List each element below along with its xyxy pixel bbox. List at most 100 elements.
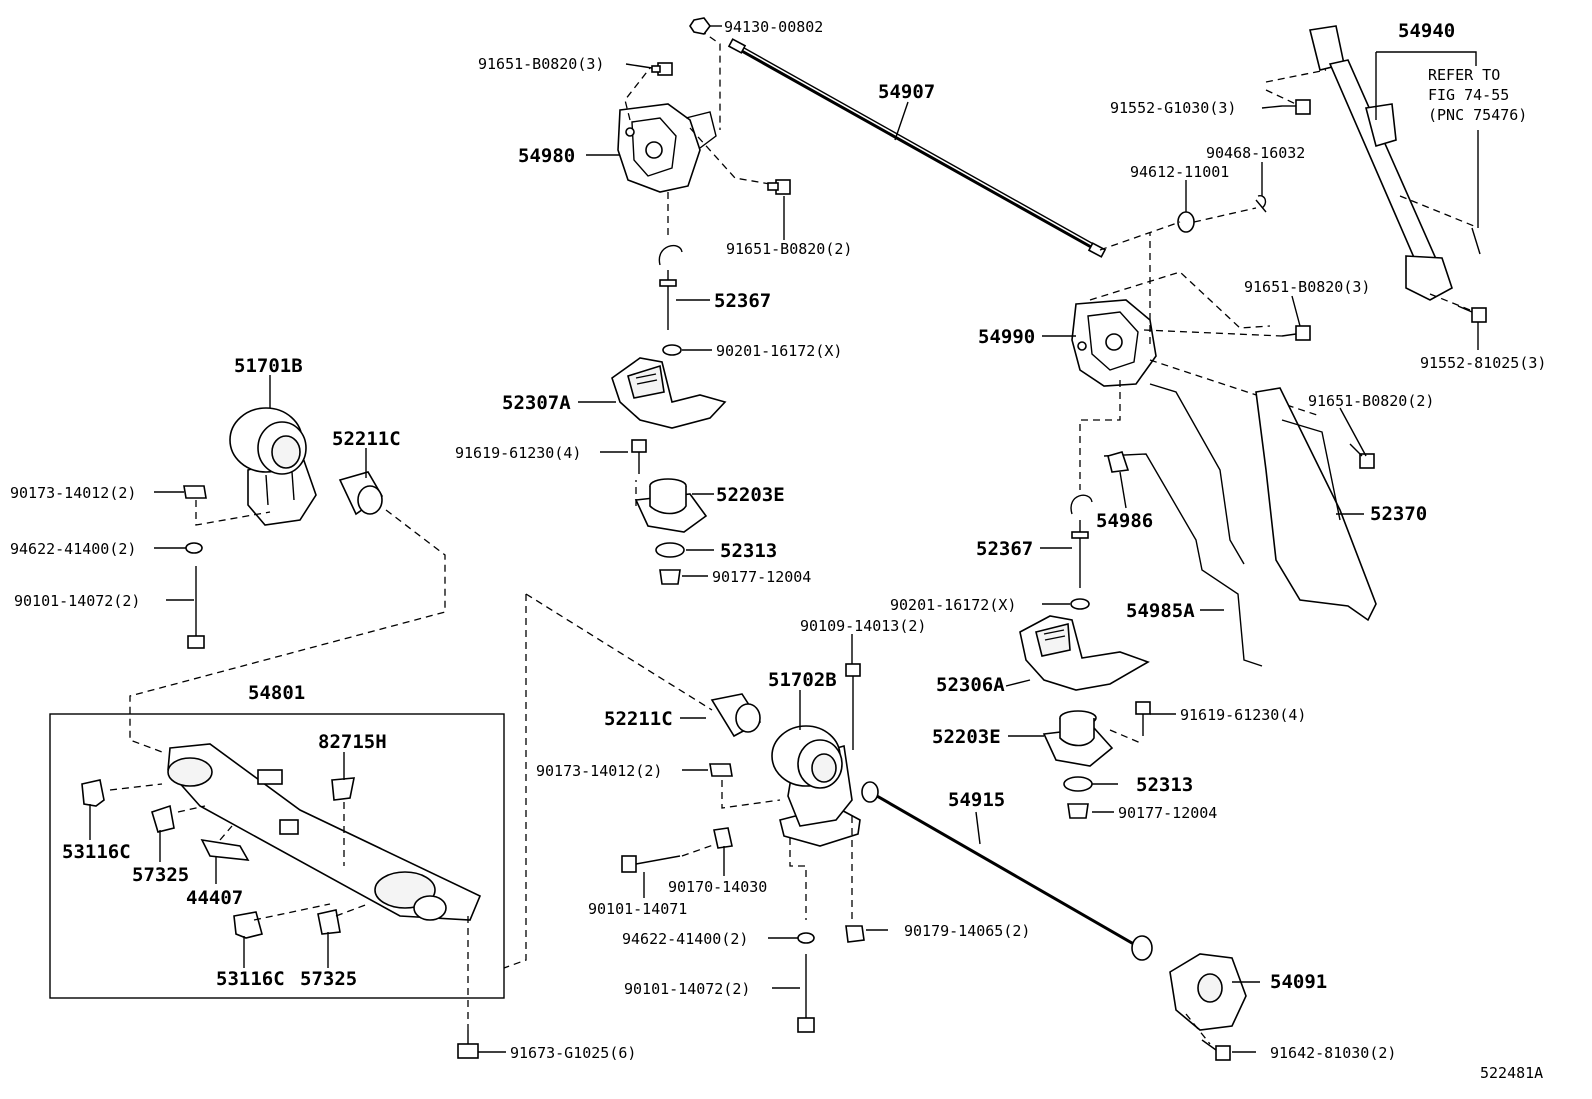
- reference-note-line-2: FIG 74-55: [1428, 86, 1509, 104]
- label-54986: 54986: [1096, 510, 1153, 532]
- washer-52313-a: [655, 542, 685, 558]
- reference-note-line-1: REFER TO: [1428, 66, 1500, 84]
- hook-bolt-52367-a: [658, 244, 683, 330]
- latch-54990: [1071, 232, 1321, 490]
- nut-90179: [845, 925, 865, 943]
- label-90109-14013: 90109-14013(2): [800, 617, 926, 635]
- label-52306A: 52306A: [936, 674, 1005, 696]
- pad-57325-b: [317, 909, 341, 935]
- washer-90201-b: [1070, 598, 1090, 610]
- label-54091: 54091: [1270, 971, 1327, 993]
- mount-52203E-b: [1042, 710, 1114, 767]
- clip-53116C-b: [233, 911, 263, 939]
- clip-44407: [200, 838, 250, 861]
- label-90101-14071: 90101-14071: [588, 900, 687, 918]
- label-94622-41400-b: 94622-41400(2): [622, 930, 748, 948]
- bolt-91552-a: [1282, 99, 1311, 115]
- label-90173-14012-b: 90173-14012(2): [536, 762, 662, 780]
- bolt-91619-b: [1109, 701, 1151, 745]
- label-52367-b: 52367: [976, 538, 1033, 560]
- label-91673-g1025: 91673-G1025(6): [510, 1044, 636, 1062]
- label-52211C-b: 52211C: [604, 708, 673, 730]
- bolt-91651-d: [1349, 443, 1375, 469]
- washer-94622-a: [185, 542, 203, 554]
- label-53116C-b: 53116C: [216, 968, 285, 990]
- label-91651-b0820-2-right: 91651-B0820(2): [1308, 392, 1434, 410]
- label-82715H: 82715H: [318, 731, 387, 753]
- bolt-90101-a: [187, 566, 205, 649]
- reference-note-line-3: (PNC 75476): [1428, 106, 1527, 124]
- label-90170-14030: 90170-14030: [668, 878, 767, 896]
- label-54907: 54907: [878, 81, 935, 103]
- label-52211C-a: 52211C: [332, 428, 401, 450]
- nut-90173-b: [709, 763, 733, 777]
- mount-51701B: [195, 407, 317, 526]
- part-illustrations: [49, 17, 1487, 1061]
- washer-94612: [1177, 211, 1195, 233]
- bar-54915: [861, 781, 1153, 961]
- label-54990: 54990: [978, 326, 1035, 348]
- clip-82715H: [331, 777, 355, 801]
- label-90101-14072-a: 90101-14072(2): [14, 592, 140, 610]
- label-54801: 54801: [248, 682, 305, 704]
- bushing-52211C-a: [129, 471, 446, 753]
- bolt-91642: [1201, 1039, 1231, 1061]
- pad-57325-a: [151, 804, 175, 833]
- bolt-90101-b: [621, 843, 717, 873]
- label-94130-00802: 94130-00802: [724, 18, 823, 36]
- label-54985A: 54985A: [1126, 600, 1195, 622]
- label-90101-14072-b: 90101-14072(2): [624, 980, 750, 998]
- bracket-52306A: [1019, 615, 1150, 691]
- label-91552-81025: 91552-81025(3): [1420, 354, 1546, 372]
- label-90179-14065: 90179-14065(2): [904, 922, 1030, 940]
- label-52370: 52370: [1370, 503, 1427, 525]
- label-52307A: 52307A: [502, 392, 571, 414]
- mount-51702B: [721, 725, 861, 920]
- label-91642-81030: 91642-81030(2): [1270, 1044, 1396, 1062]
- label-90468-16032: 90468-16032: [1206, 144, 1305, 162]
- label-57325-b: 57325: [300, 968, 357, 990]
- label-54915: 54915: [948, 789, 1005, 811]
- label-52203E-b: 52203E: [932, 726, 1001, 748]
- label-91619-61230-b: 91619-61230(4): [1180, 706, 1306, 724]
- rod-54907: [727, 38, 1107, 258]
- bolt-90101-c: [797, 954, 815, 1033]
- label-91619-61230-a: 91619-61230(4): [455, 444, 581, 462]
- label-44407: 44407: [186, 887, 243, 909]
- label-90201-16172-a: 90201-16172(X): [716, 342, 842, 360]
- label-52367-a: 52367: [714, 290, 771, 312]
- assembly-box-54801: [49, 713, 505, 999]
- nut-90170: [713, 827, 733, 849]
- leader-lines: [89, 25, 1479, 1053]
- hook-bolt-52367-b: [1070, 494, 1093, 588]
- label-54980: 54980: [518, 145, 575, 167]
- label-90177-12004-a: 90177-12004: [712, 568, 811, 586]
- label-94622-41400-a: 94622-41400(2): [10, 540, 136, 558]
- bracket-52307A: [611, 357, 727, 429]
- rod-54985A: [1103, 453, 1263, 667]
- bolt-91673: [457, 1030, 479, 1059]
- washer-94622-b: [797, 932, 815, 944]
- bolt-91651-lower: [767, 179, 791, 195]
- bolt-91619-a: [631, 439, 647, 474]
- label-51702B: 51702B: [768, 669, 837, 691]
- washer-90201-a: [662, 344, 682, 356]
- part-54091: [1169, 953, 1247, 1045]
- washer-52313-b: [1063, 776, 1093, 792]
- label-94612-11001: 94612-11001: [1130, 163, 1229, 181]
- pin-90468: [1255, 195, 1267, 213]
- lever-54940: [1265, 25, 1481, 311]
- label-51701B: 51701B: [234, 355, 303, 377]
- mount-52203E-a: [634, 478, 708, 533]
- label-91651-b0820-2-top: 91651-B0820(2): [726, 240, 852, 258]
- latch-54980: [617, 29, 771, 240]
- clip-54986: [1107, 451, 1130, 473]
- label-52313-a: 52313: [720, 540, 777, 562]
- label-52203E-a: 52203E: [716, 484, 785, 506]
- label-54940: 54940: [1398, 20, 1455, 42]
- label-52313-b: 52313: [1136, 774, 1193, 796]
- nut-90177-a: [659, 569, 681, 585]
- diagram-id: 522481A: [1480, 1064, 1543, 1082]
- label-91552-g1030: 91552-G1030(3): [1110, 99, 1236, 117]
- bushing-52211C-b: [710, 693, 762, 738]
